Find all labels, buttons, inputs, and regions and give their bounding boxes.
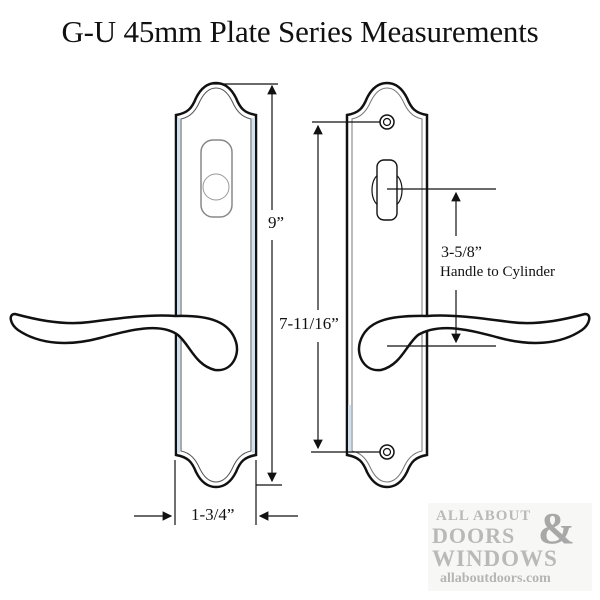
brand-logo: ALL ABOUT DOORS & WINDOWS allaboutdoors.… xyxy=(428,503,592,591)
cylinder-cutout-wings xyxy=(371,174,403,206)
overall-height-label: 9” xyxy=(268,211,285,235)
top-screw-hole xyxy=(379,114,395,130)
logo-line-2: DOORS xyxy=(432,523,516,548)
handle-to-cylinder-caption: Handle to Cylinder xyxy=(440,264,555,281)
front-plate xyxy=(174,81,258,489)
page-title: G-U 45mm Plate Series Measurements xyxy=(61,14,539,49)
lever-handle-left xyxy=(9,312,239,372)
bottom-screw-hole xyxy=(379,444,395,460)
overall-height-dimension xyxy=(213,83,282,486)
lever-handle-right xyxy=(357,312,591,372)
logo-url: allaboutdoors.com xyxy=(440,571,551,586)
cylinder-cutout xyxy=(376,159,398,221)
handle-to-cylinder-dimension xyxy=(387,188,496,347)
plate-width-dimension xyxy=(134,460,298,525)
thumbturn-icon xyxy=(202,173,230,201)
screw-spacing-dimension xyxy=(311,121,380,453)
back-plate xyxy=(345,81,429,489)
plate-width-label: 1-3/4” xyxy=(189,505,237,525)
logo-line-3: WINDOWS xyxy=(432,546,558,571)
logo-line-1: ALL ABOUT xyxy=(436,508,532,524)
logo-ampersand: & xyxy=(538,504,575,553)
screw-spacing-label: 7-11/16” xyxy=(279,312,339,336)
handle-to-cylinder-value: 3-5/8” xyxy=(441,244,482,262)
